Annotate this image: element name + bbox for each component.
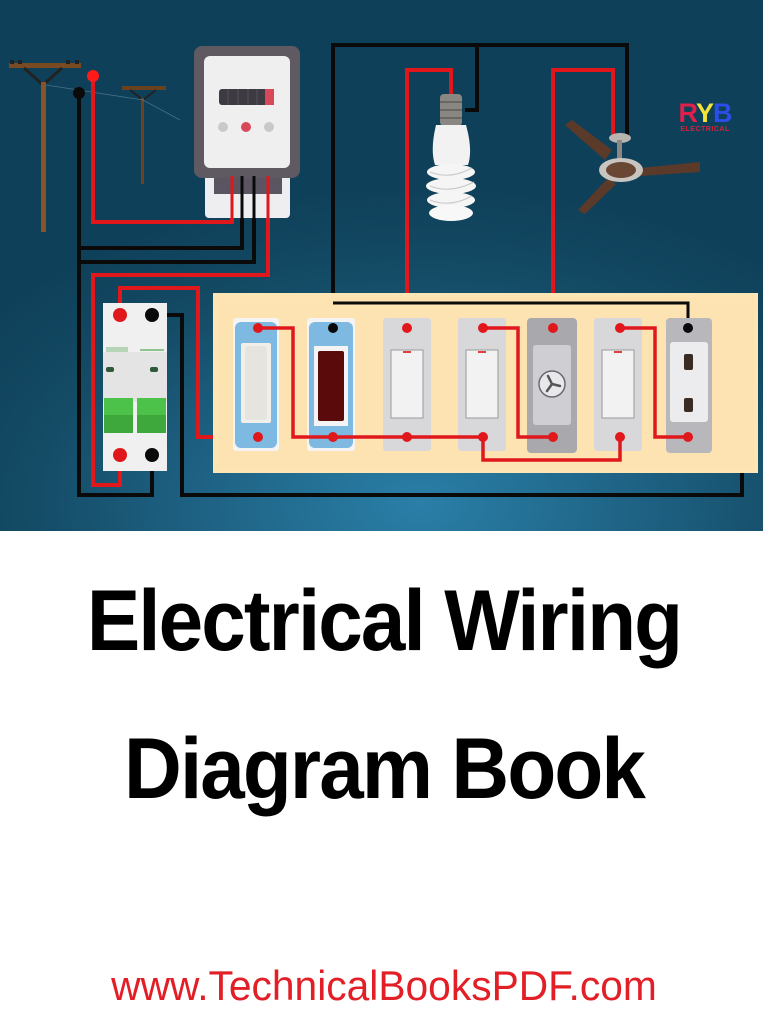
website-link[interactable]: www.TechnicalBooksPDF.com [111, 962, 657, 1009]
ryb-electrical-logo: RYB ELECTRICAL [670, 98, 740, 134]
brand-letter-r: R [678, 98, 696, 128]
switchboard [213, 293, 758, 473]
brand-letter-b: B [713, 98, 732, 128]
book-title-line-1: Electrical Wiring [86, 573, 683, 669]
ceiling-fan-icon [565, 120, 700, 214]
brand-letter-y: Y [695, 98, 714, 128]
energy-meter-icon [194, 46, 300, 275]
book-title-line-2: Diagram Book [124, 721, 646, 817]
brand-subtitle: ELECTRICAL [680, 126, 730, 133]
mcb-breaker-icon [103, 303, 167, 471]
cfl-bulb-icon [426, 94, 476, 221]
utility-pole-icon [9, 60, 181, 232]
cover-illustration: RYB ELECTRICAL [0, 0, 763, 531]
